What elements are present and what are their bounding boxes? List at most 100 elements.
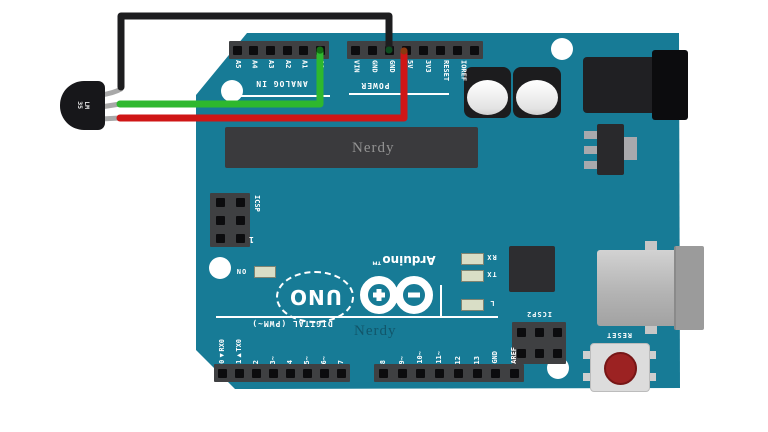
pin-label: IOREF [459, 60, 468, 82]
pin-hole [416, 368, 426, 378]
pin-hole [385, 45, 394, 55]
mounting-hole [209, 257, 231, 279]
usb-connector [597, 250, 689, 326]
reset-button-cap [604, 352, 637, 385]
pin-label: 3~ [269, 355, 277, 364]
uno-logo: UNO [276, 271, 354, 323]
digital-header-left [214, 364, 350, 382]
regulator-pin [584, 161, 598, 169]
pin-hole [320, 368, 329, 378]
pin-label: AREF [510, 347, 519, 364]
uno-logo-text: UNO [288, 285, 342, 309]
reset-button-leg [647, 373, 656, 381]
power-jack-face [652, 50, 688, 120]
pin-hole [402, 45, 411, 55]
usb-interface-chip [509, 246, 555, 292]
icsp2-header [512, 322, 566, 364]
pin-hole [419, 45, 428, 55]
pin-label: A5 [233, 60, 242, 69]
pin-hole [510, 368, 520, 378]
pin-hole [249, 45, 259, 55]
pin-hole [368, 45, 377, 55]
infinity-logo [360, 276, 433, 314]
pin-hole [269, 368, 278, 378]
reset-button-leg [583, 351, 592, 359]
pin-hole [303, 368, 312, 378]
l-led [461, 299, 484, 311]
silkscreen-line [237, 95, 330, 97]
pin-label: A0 [317, 60, 326, 69]
icsp-header [210, 193, 250, 247]
analog-section-label: ANALOG IN [255, 79, 308, 89]
rx-led-label: RX [486, 253, 497, 262]
pin-label: 3V3 [423, 60, 432, 73]
pin-label: 6~ [320, 355, 328, 364]
pin-hole [316, 45, 326, 55]
icsp2-label: ICSP2 [525, 310, 553, 319]
pin-label: 9~ [397, 355, 406, 364]
pin-label: GND [370, 60, 379, 73]
silkscreen-line [440, 285, 442, 317]
watermark: Nerdy [352, 140, 395, 156]
pin-hole [436, 45, 445, 55]
lm35-sensor: LM 35 [60, 81, 105, 130]
pin-label: 5~ [303, 355, 311, 364]
analog-header [229, 41, 329, 59]
pin-hole [218, 368, 227, 378]
pin-label: GND [491, 351, 500, 364]
rx-led [461, 253, 484, 265]
pin-hole [378, 368, 388, 378]
tx-led-label: TX [486, 270, 497, 279]
reset-button-label: RESET [605, 331, 633, 340]
pin-hole [470, 45, 479, 55]
silkscreen-line [216, 316, 498, 318]
pin-label: VIN [352, 60, 361, 73]
l-led-label: L [489, 299, 495, 308]
icsp-label: ICSP [253, 195, 261, 212]
pin-label: A1 [300, 60, 309, 69]
regulator-pin [584, 146, 598, 154]
pin-hole [472, 368, 482, 378]
capacitor [513, 67, 561, 118]
on-led-label: ON [235, 267, 247, 276]
silkscreen-line [349, 93, 449, 95]
on-led [254, 266, 276, 278]
pin-hole [453, 368, 463, 378]
mounting-hole [551, 38, 573, 60]
regulator-pin [584, 131, 598, 139]
pin-hole [266, 45, 276, 55]
power-header [347, 41, 483, 59]
microcontroller-bar [225, 127, 478, 168]
icsp-pin1-label: 1 [248, 235, 254, 245]
pin-label: 1▶TX0 [235, 339, 243, 364]
power-jack [583, 57, 657, 113]
pin-label: GND [388, 60, 397, 73]
pin-hole [282, 45, 292, 55]
pin-label: A3 [267, 60, 276, 69]
pin-label: A4 [250, 60, 259, 69]
voltage-regulator [597, 124, 624, 175]
arduino-logo-text: Arduino™ [370, 253, 436, 267]
pin-hole [453, 45, 462, 55]
reset-button-leg [647, 351, 656, 359]
watermark: Nerdy [354, 323, 397, 339]
pin-hole [491, 368, 501, 378]
pin-hole [435, 368, 445, 378]
pin-label: 13 [472, 355, 481, 364]
pin-hole [351, 45, 360, 55]
pin-hole [252, 368, 261, 378]
pin-hole [235, 368, 244, 378]
pin-hole [397, 368, 407, 378]
pin-label: 11~ [435, 351, 444, 364]
digital-header-right [374, 364, 524, 382]
pin-label: 10~ [416, 351, 425, 364]
pin-label: 12 [453, 355, 462, 364]
pin-hole [337, 368, 346, 378]
pin-hole [299, 45, 309, 55]
lm35-sensor-label: LM 35 [75, 101, 91, 110]
tx-led [461, 270, 484, 282]
pin-label: A2 [283, 60, 292, 69]
pin-hole [232, 45, 242, 55]
